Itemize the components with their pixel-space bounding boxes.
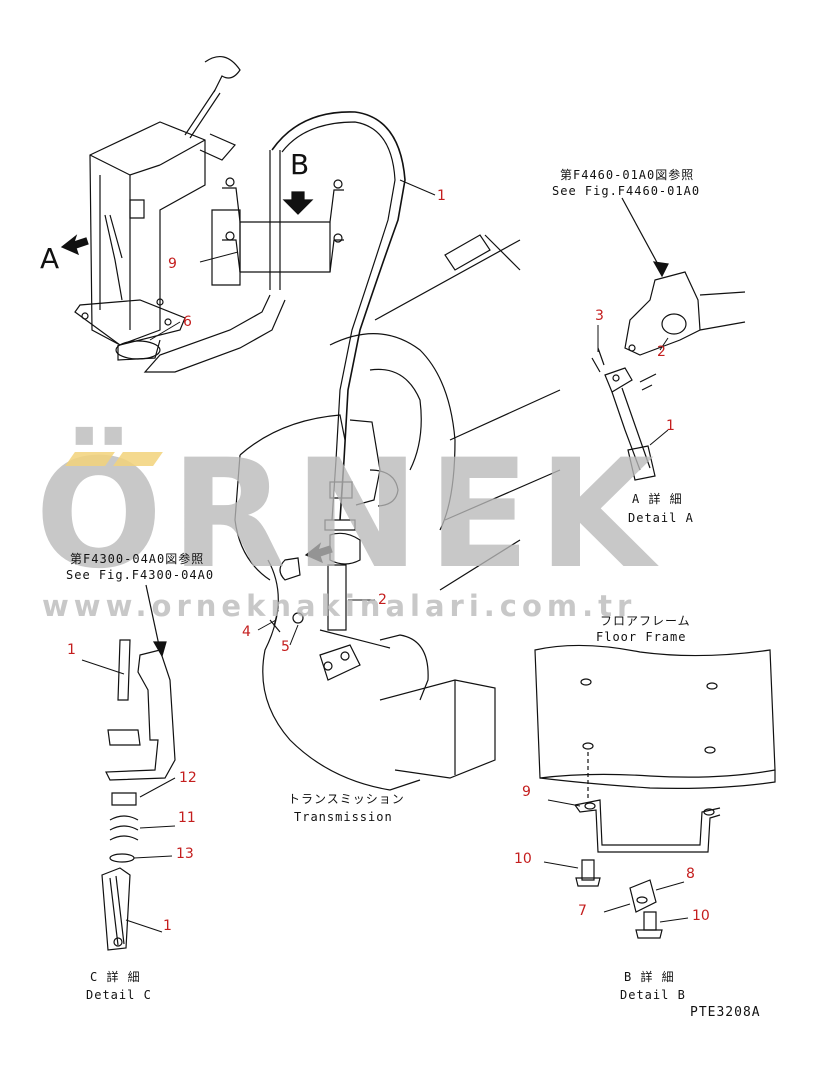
callout-8-detail-b: 8 bbox=[686, 866, 695, 882]
detail-c-jp: C 詳 細 bbox=[90, 970, 141, 984]
view-a-letter: A bbox=[40, 242, 60, 275]
callout-1-cable: 1 bbox=[437, 188, 446, 204]
detail-b-drawing bbox=[575, 800, 720, 938]
transmission-body bbox=[235, 235, 560, 790]
callout-12-detail-c: 12 bbox=[179, 770, 197, 786]
ref-c-en: See Fig.F4300-04A0 bbox=[66, 568, 215, 582]
floor-en: Floor Frame bbox=[596, 630, 687, 644]
callout-10-detail-b-right: 10 bbox=[692, 908, 710, 924]
callout-6-bracket: 6 bbox=[183, 314, 192, 330]
ref-a-jp: 第F4460-01A0図参照 bbox=[560, 168, 695, 182]
control-cable-inner bbox=[282, 122, 395, 520]
ref-a-en: See Fig.F4460-01A0 bbox=[552, 184, 701, 198]
callout-9-detail-b: 9 bbox=[522, 784, 531, 800]
callout-9-bracket: 9 bbox=[168, 256, 177, 272]
callout-11-detail-c: 11 bbox=[178, 810, 196, 826]
floor-frame-drawing bbox=[535, 645, 775, 800]
detail-c-drawing bbox=[102, 585, 175, 950]
detail-a-en: Detail A bbox=[628, 511, 694, 525]
watermark-url: www.orneknakinalari.com.tr bbox=[42, 589, 637, 623]
detail-a-drawing bbox=[592, 198, 745, 480]
transmission-arrow bbox=[306, 544, 332, 562]
callout-5-washer: 5 bbox=[281, 639, 290, 655]
callout-3-detail-a: 3 bbox=[595, 308, 604, 324]
callout-4-pin: 4 bbox=[242, 624, 251, 640]
view-a-arrow bbox=[62, 236, 88, 254]
view-b-letter: B bbox=[290, 148, 310, 181]
callout-1-detail-c-bottom: 1 bbox=[163, 918, 172, 934]
figure-code: PTE3208A bbox=[690, 1005, 761, 1020]
callout-2-detail-a: 2 bbox=[657, 344, 666, 360]
detail-b-en: Detail B bbox=[620, 988, 686, 1002]
callout-1-detail-c-top: 1 bbox=[67, 642, 76, 658]
detail-c-en: Detail C bbox=[86, 988, 152, 1002]
callout-7-detail-b: 7 bbox=[578, 903, 587, 919]
callout-10-detail-b-left: 10 bbox=[514, 851, 532, 867]
floor-jp: フロアフレーム bbox=[600, 614, 691, 628]
bracket-b bbox=[145, 150, 344, 372]
leader-lines bbox=[82, 180, 688, 932]
ref-c-jp: 第F4300-04A0図参照 bbox=[70, 552, 205, 566]
trans-jp: トランスミッション bbox=[288, 792, 405, 806]
view-b-arrow bbox=[284, 192, 312, 214]
callout-1-detail-a: 1 bbox=[666, 418, 675, 434]
callout-13-detail-c: 13 bbox=[176, 846, 194, 862]
trans-en: Transmission bbox=[294, 810, 393, 824]
callout-2-rod: 2 bbox=[378, 592, 387, 608]
detail-a-jp: A 詳 細 bbox=[632, 492, 683, 506]
lever-assembly bbox=[75, 57, 240, 360]
detail-b-jp: B 詳 細 bbox=[624, 970, 675, 984]
control-cable bbox=[272, 112, 405, 520]
